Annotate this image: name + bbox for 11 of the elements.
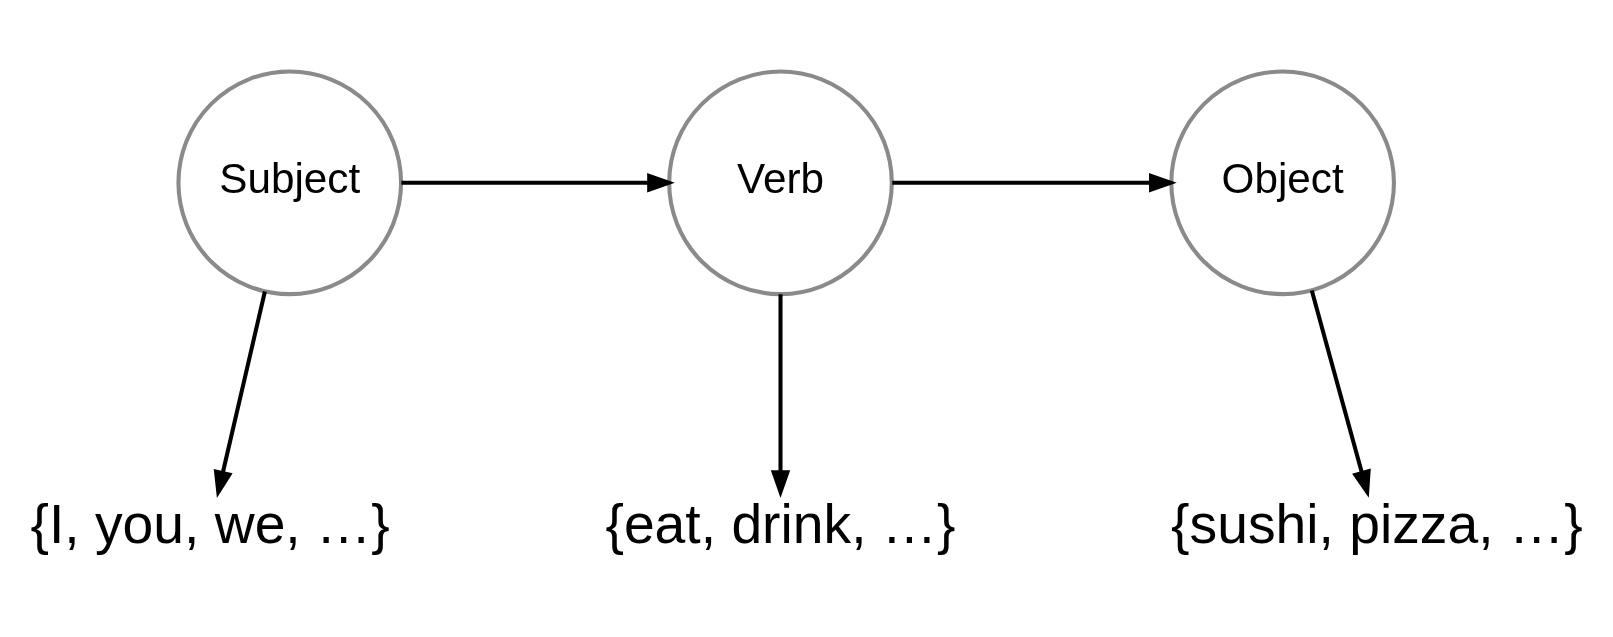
arrow — [213, 291, 267, 499]
arrow — [770, 294, 791, 499]
node-text: {sushi, pizza, …} — [1171, 493, 1583, 556]
node-text: {I, you, we, …} — [30, 493, 390, 556]
node-circle: Subject — [176, 69, 404, 297]
arrow — [1309, 290, 1371, 498]
arrow — [892, 173, 1177, 193]
arrow — [401, 173, 675, 193]
node-text: {eat, drink, …} — [605, 493, 956, 556]
node-circle: Verb — [667, 69, 894, 297]
node-circle: Object — [1169, 69, 1396, 297]
